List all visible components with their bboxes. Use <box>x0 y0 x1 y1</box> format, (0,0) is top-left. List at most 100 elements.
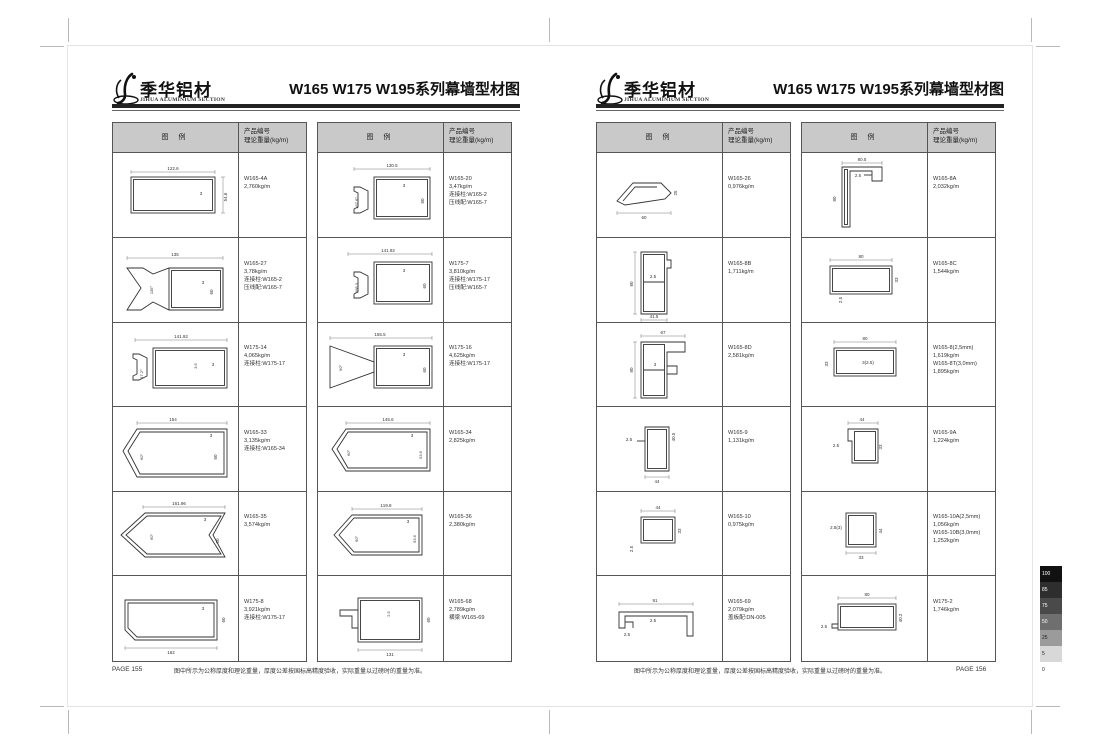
profile-note: 连接柱:W165-2 <box>244 276 282 283</box>
profile-note: W165-10B(3,0mm) <box>933 530 981 537</box>
dimension-label: 3 <box>202 606 205 611</box>
color-swatch: 5 <box>1040 646 1062 662</box>
dimension-label: 167.6° <box>354 197 359 209</box>
dimension-label: 168.3 <box>354 282 359 293</box>
dimension-label: 130.5 <box>386 163 398 168</box>
dimension-label: 3 <box>204 517 207 522</box>
profile-code: W165-26 <box>728 176 751 182</box>
profile-drawing: 91 2.5 2.5 <box>597 576 722 660</box>
dimension-label: 60° <box>139 453 144 459</box>
profile-weight: 3,135kg/m <box>244 437 271 444</box>
crop-mark <box>1036 706 1060 707</box>
dimension-label: 33 <box>824 361 829 367</box>
dimension-label: 2.5 <box>626 437 633 442</box>
dimension-label: 80 <box>858 254 864 259</box>
profile-drawing: 44 40.5 2.5 <box>597 407 722 491</box>
profile-code: W175-7 <box>449 260 469 267</box>
table-header: 图 例产品编号理论重量(kg/m) <box>318 123 511 153</box>
column-divider <box>722 123 723 661</box>
dimension-label: 3 <box>407 519 410 524</box>
profile-note: 压线配:W165-7 <box>449 284 487 291</box>
dimension-label: 119.8 <box>381 503 392 508</box>
dimension-label: 3 <box>403 352 406 357</box>
dimension-label: 40.2 <box>898 613 903 622</box>
profile-section-drawing: 44 40.5 2.5 <box>626 426 676 484</box>
dimension-label: 60 <box>213 454 218 460</box>
profile-code: W165-4A <box>244 176 268 182</box>
brand-name-en: JIHUA ALUMINIUM SECTION <box>140 97 226 103</box>
profile-code: W165-36 <box>449 514 472 521</box>
profile-weight: 1,056kg/m <box>933 522 960 529</box>
dimension-label: 2.5 <box>624 632 631 637</box>
profile-code: W165-9A <box>933 429 957 436</box>
dimension-label: 60 <box>426 617 431 623</box>
table-header: 图 例产品编号理论重量(kg/m) <box>597 123 790 153</box>
dimension-label: 135 <box>171 252 179 257</box>
dimension-label: 131 <box>386 652 394 657</box>
dimension-label: 80 <box>629 367 634 373</box>
dimension-label: 44 <box>654 479 660 484</box>
profile-code: W165-10 <box>728 514 751 521</box>
profile-code: W165-8B <box>728 260 752 267</box>
profile-code: W165-20 <box>449 176 472 182</box>
profile-weight: 3,78kg/m <box>244 268 268 275</box>
dimension-label: 145.6 <box>382 417 394 422</box>
dimension-label: 2.5 <box>650 618 657 623</box>
profile-code: W175-16 <box>449 345 472 352</box>
color-swatch: 25 <box>1040 630 1062 646</box>
profile-code: W165-35 <box>244 514 267 521</box>
color-swatch: 85 <box>1040 582 1062 598</box>
profile-section-drawing: 91 2.5 2.5 <box>618 598 694 637</box>
profile-note: 1,252kg/m <box>933 538 960 545</box>
profile-code: W165-69 <box>728 599 751 605</box>
page-number: PAGE 155 <box>112 666 143 673</box>
profile-code: W165-8C <box>933 260 957 267</box>
color-swatch: 75 <box>1040 598 1062 614</box>
header-figure: 图 例 <box>161 134 190 141</box>
footer-note: 图中所示为公称厚度和理论重量，厚度公差按国标高精度验收，实际重量以过磅时的重量为… <box>634 669 887 675</box>
page-number: PAGE 156 <box>956 666 987 673</box>
dimension-label: 80 <box>862 336 868 341</box>
brand-name-cn: 季华铝材 <box>140 81 212 100</box>
dimension-label: 91 <box>652 598 658 603</box>
crop-mark <box>1031 18 1032 42</box>
crop-mark <box>1031 710 1032 734</box>
dimension-label: 40.5 <box>671 432 676 441</box>
dimension-label: 135° <box>149 285 154 294</box>
profile-code: W165-27 <box>244 260 267 267</box>
header-weight: 理论重量(kg/m) <box>933 137 978 144</box>
profile-weight: 2,079kg/m <box>728 607 755 613</box>
header-code-weight: 产品编号理论重量(kg/m) <box>444 127 515 145</box>
dimension-label: 33 <box>878 444 883 450</box>
dimension-label: 25 <box>673 190 678 196</box>
dimension-label: 2.5 <box>838 296 843 303</box>
profile-code: W165-9 <box>728 429 748 436</box>
dimension-label: 2.5 <box>855 173 862 178</box>
profile-note: 连接柱:W175-17 <box>449 361 491 368</box>
